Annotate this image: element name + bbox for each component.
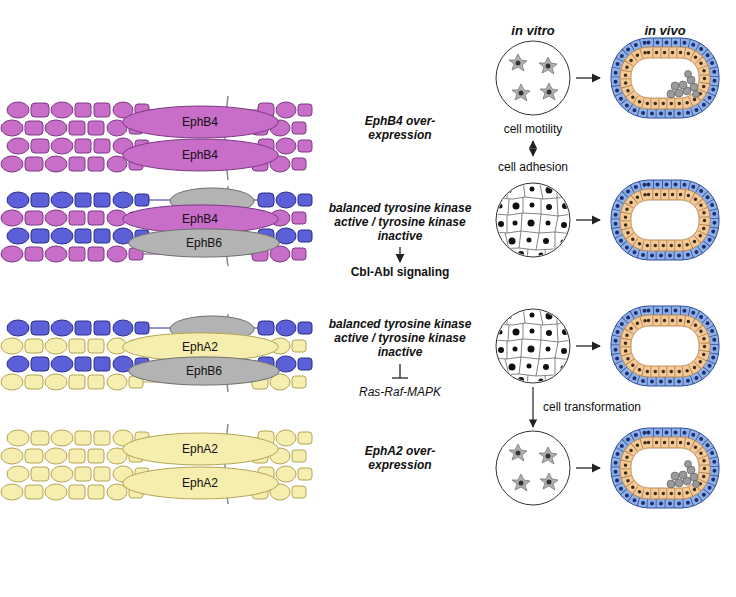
signal-arrow [399, 247, 400, 262]
cell-culture [493, 306, 573, 386]
receptor-name: EphB4 [121, 212, 280, 226]
duct [611, 428, 719, 508]
pathway-label: Cbl-Abl signaling [322, 265, 478, 279]
membrane-panel [1, 424, 312, 504]
adherent-cells [493, 180, 573, 260]
membrane-panel [1, 186, 312, 266]
duct [611, 180, 719, 260]
receptor-ellipse: EphA2 [121, 466, 280, 500]
inhibition-bar [392, 364, 408, 378]
membrane-panel [1, 314, 312, 392]
phenotype-label: cell transformation [543, 400, 693, 414]
receptor-name: EphA2 [121, 340, 280, 354]
receptor-chain [7, 192, 312, 208]
condition-label: balanced tyrosine kinase active / tyrosi… [322, 201, 478, 243]
cell-culture [496, 431, 570, 505]
phenotype-label: cell adhesion [473, 160, 593, 174]
receptor-name: EphB4 [121, 115, 280, 129]
receptor-name: EphA2 [121, 442, 280, 456]
receptor-name: EphB4 [121, 148, 280, 162]
pathway-label: Ras-Raf-MAPK [322, 385, 478, 399]
receptor-ellipse: EphB6 [127, 356, 281, 386]
cell-culture [496, 41, 570, 115]
cell-culture [493, 180, 573, 260]
condition-label: balanced tyrosine kinase active / tyrosi… [322, 317, 478, 359]
column-heading: in vivo [610, 23, 720, 38]
adherent-cells [493, 306, 573, 386]
receptor-name: EphB6 [127, 364, 281, 378]
membrane-panel [1, 96, 312, 180]
receptor-name: EphB6 [127, 236, 281, 250]
column-heading: in vitro [478, 23, 588, 38]
condition-label: EphA2 over-expression [339, 444, 461, 472]
double-arrow [532, 141, 533, 156]
receptor-ellipse: EphB4 [121, 138, 280, 172]
tumor-cells [667, 71, 700, 99]
phenotype-label: cell motility [473, 122, 593, 136]
tumor-cells [667, 461, 700, 489]
receptor-chain [7, 320, 312, 336]
motile-cells [509, 54, 558, 101]
receptor-ellipse: EphB4 [121, 105, 280, 139]
receptor-name: EphA2 [121, 476, 280, 490]
receptor-ellipse: EphB6 [127, 228, 281, 258]
receptor-ellipse: EphA2 [121, 432, 280, 466]
motile-cells [509, 444, 558, 491]
transformation-arrow [532, 387, 533, 427]
duct [611, 38, 719, 118]
duct [611, 306, 719, 386]
condition-label: EphB4 over-expression [339, 114, 461, 142]
